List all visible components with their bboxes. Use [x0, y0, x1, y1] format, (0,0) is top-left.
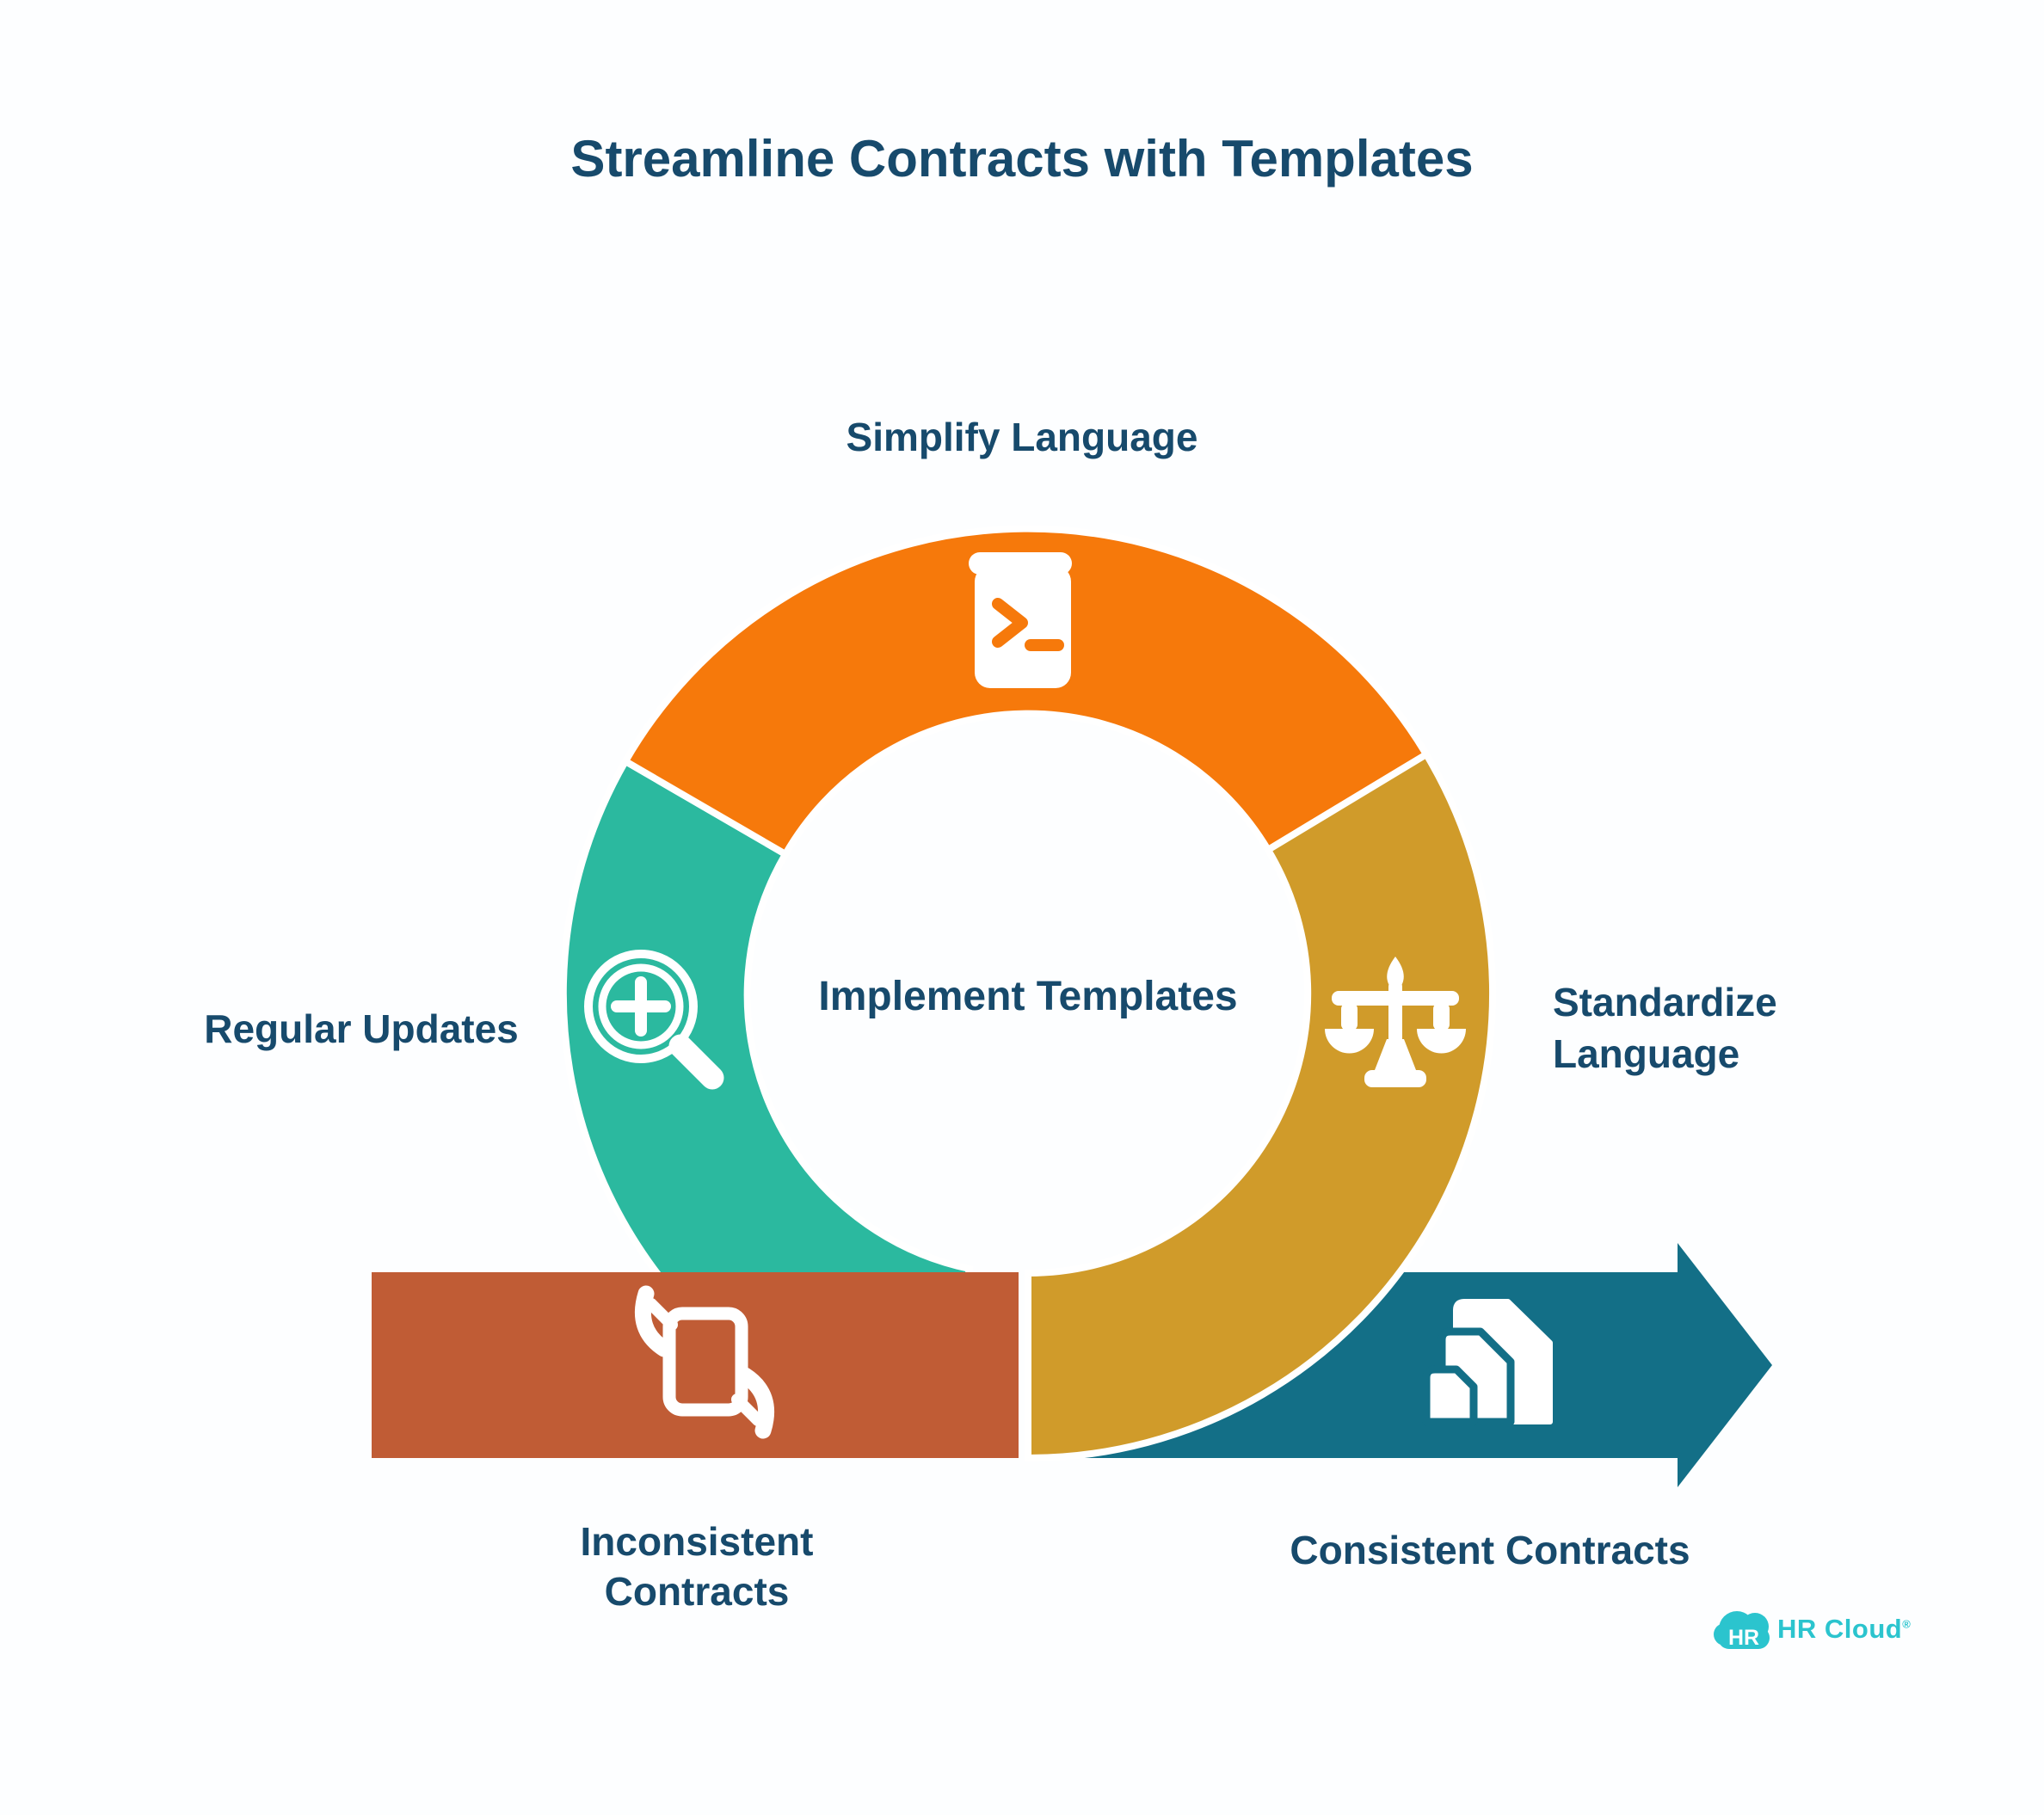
label-simplify-language: Simplify Language [846, 415, 1198, 459]
scales-icon [1325, 957, 1466, 1087]
label-standardize-language: Standardize Language [1553, 980, 1777, 1076]
label-consistent-contracts: Consistent Contracts [1290, 1528, 1690, 1572]
zoom-in-icon [584, 950, 724, 1090]
brand-name: HR Cloud [1777, 1614, 1903, 1644]
document-exchange-icon [635, 1285, 774, 1439]
label-regular-updates: Regular Updates [204, 1006, 519, 1051]
label-inconsistent-contracts: Inconsistent Contracts [580, 1519, 814, 1614]
terminal-book-icon [969, 552, 1072, 688]
label-implement-templates: Implement Templates [818, 974, 1238, 1019]
page-title: Streamline Contracts with Templates [570, 130, 1474, 188]
hr-cloud-logo-icon: HR [1714, 1611, 1770, 1650]
segment-simplify-language [620, 525, 1431, 859]
hr-cloud-brand-text: HR Cloud® [1777, 1614, 1911, 1645]
registered-mark: ® [1902, 1617, 1912, 1631]
stacked-documents-icon [1422, 1299, 1553, 1426]
hr-badge-text: HR [1728, 1626, 1759, 1650]
flow-bar-inconsistent [372, 1272, 1019, 1458]
segment-standardize-language [1025, 749, 1497, 1462]
